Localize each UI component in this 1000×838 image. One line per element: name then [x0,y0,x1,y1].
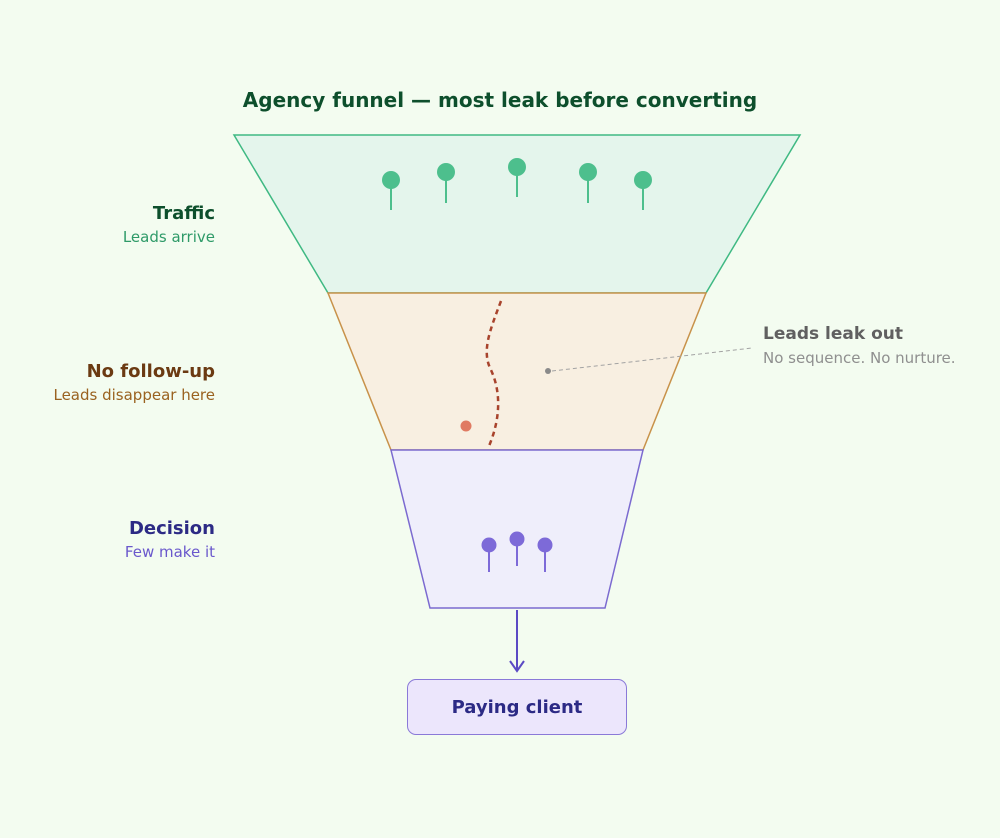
stage-label-decision: Decision Few make it [125,518,215,561]
leak-dot [460,420,472,432]
leak-annotation: Leads leak out No sequence. No nurture. [763,324,956,367]
leak-path [485,300,503,447]
lead-pin-icon [382,171,400,210]
stage-label-no-follow-up: No follow-up Leads disappear here [53,361,215,404]
funnel-stage-no-follow-up [326,292,708,451]
lead-pin-icon [508,158,526,197]
diagram-title: Agency funnel — most leak before convert… [242,88,758,112]
leak-annotation-title: Leads leak out [763,324,904,344]
decision-lead-markers [481,531,553,572]
lead-pin-icon [579,163,597,203]
lead-pin-icon [509,531,525,566]
funnel-stage-decision [390,449,644,609]
leak-annotation-subtitle: No sequence. No nurture. [763,349,956,367]
stage-label-traffic: Traffic Leads arrive [123,203,215,246]
leak-callout-point [545,368,551,374]
paying-client-box: Paying client [407,679,627,735]
stage-name: Traffic [152,203,215,224]
leak-callout-line [551,347,753,372]
stage-name: No follow-up [86,361,215,382]
lead-pin-icon [634,171,652,210]
lead-pin-icon [481,537,497,572]
traffic-lead-markers [382,158,652,210]
lead-pin-icon [537,537,553,572]
lead-pin-icon [437,163,455,203]
stage-description: Leads arrive [122,228,215,246]
stage-name: Decision [128,518,215,539]
stage-description: Few make it [124,543,215,561]
arrow-down-icon [509,610,525,673]
stage-description: Leads disappear here [53,386,215,404]
